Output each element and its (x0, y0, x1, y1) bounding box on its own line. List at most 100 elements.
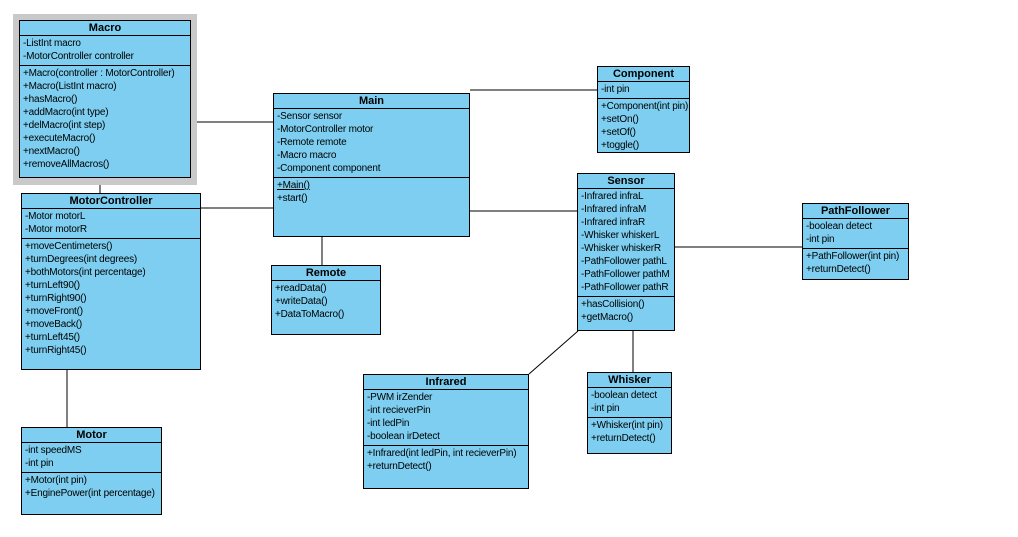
member-row: -int pin (601, 84, 630, 95)
class-infrared[interactable]: Infrared -PWM irZender -int recieverPin -i… (363, 374, 529, 489)
member-row: +Component(int pin) (601, 101, 689, 112)
member-row: -Motor motorR (25, 224, 87, 235)
member-row: +moveBack() (25, 319, 82, 330)
member-row: +getMacro() (581, 312, 633, 323)
attributes-section: -int pin (598, 82, 689, 99)
class-title: Whisker (588, 373, 671, 388)
methods-section: +Motor(int pin)+EnginePower(int percenta… (22, 473, 161, 514)
class-title: Component (598, 67, 689, 82)
class-title: PathFollower (803, 204, 908, 219)
member-row: -int speedMS (25, 445, 82, 456)
member-row: -int pin (591, 403, 620, 414)
member-row: -boolean irDetect (367, 431, 440, 442)
member-row: +removeAllMacros() (23, 159, 110, 170)
attributes-section: -Sensor sensor -MotorController motor -Rem… (274, 109, 469, 178)
class-component[interactable]: Component -int pin +Component(int pin) +s… (597, 66, 690, 153)
methods-section: +PathFollower(int pin) +returnDetect() (803, 249, 908, 279)
member-row: +turnRight45() (25, 345, 87, 356)
member-row: +delMacro(int step) (23, 120, 106, 131)
class-title: Infrared (364, 375, 528, 390)
member-row: +hasMacro() (23, 94, 78, 105)
member-row: +returnDetect() (806, 264, 871, 275)
member-row: -Whisker whiskerL (581, 230, 660, 241)
methods-section: +Infrared(int ledPin, int recieverPin)+r… (364, 446, 528, 488)
member-row: +Main() (277, 180, 310, 191)
member-row: +turnLeft45() (25, 332, 80, 343)
member-row: -MotorController controller (23, 51, 134, 62)
methods-section: +moveCentimeters() +turnDegrees(int degre… (22, 239, 200, 369)
member-row: -Macro macro (277, 150, 337, 161)
member-row: -Infrared infraM (581, 204, 647, 215)
member-row: -PathFollower pathR (581, 282, 669, 293)
member-row: -PWM irZender (367, 392, 433, 403)
class-remote[interactable]: Remote +readData() +writeData() +DataToMac… (271, 265, 381, 335)
member-row: +Whisker(int pin) (591, 420, 663, 431)
member-row: -Motor motorL (25, 211, 86, 222)
methods-section: +Whisker(int pin) +returnDetect() (588, 418, 671, 453)
class-main[interactable]: Main -Sensor sensor -MotorController moto… (273, 93, 470, 237)
member-row: +moveFront() (25, 306, 83, 317)
class-motor[interactable]: Motor -int speedMS -int pin +Motor(int pi… (21, 427, 162, 515)
member-row: -Whisker whiskerR (581, 243, 661, 254)
member-row: +addMacro(int type) (23, 107, 109, 118)
member-row: -Remote remote (277, 137, 347, 148)
member-row: +executeMacro() (23, 133, 96, 144)
member-row: +turnLeft90() (25, 280, 80, 291)
member-row: +toggle() (601, 140, 639, 151)
member-row: +setOn() (601, 114, 639, 125)
member-row: -int pin (25, 458, 54, 469)
member-row: +setOf() (601, 127, 636, 138)
class-title: Main (274, 94, 469, 109)
class-motorcontroller[interactable]: MotorController -Motor motorL-Motor moto… (21, 193, 201, 370)
member-row: +Macro(ListInt macro) (23, 81, 117, 92)
member-row: -boolean detect (806, 221, 872, 232)
member-row: +moveCentimeters() (25, 241, 113, 252)
member-row: +turnRight90() (25, 293, 87, 304)
member-row: +hasCollision() (581, 299, 645, 310)
member-row: -boolean detect (591, 390, 657, 401)
class-pathfollower[interactable]: PathFollower -boolean detect -int pin +Pa… (802, 203, 909, 280)
member-row: +Infrared(int ledPin, int recieverPin) (367, 448, 517, 459)
methods-section: +readData() +writeData() +DataToMacro() (272, 281, 380, 334)
member-row: -int recieverPin (367, 405, 431, 416)
connector-sensor-infrared[interactable] (528, 330, 579, 375)
member-row: -MotorController motor (277, 124, 374, 135)
member-row: -Sensor sensor (277, 111, 343, 122)
methods-section: +Component(int pin) +setOn() +setOf() +togg… (598, 99, 689, 152)
member-row: -Infrared infraR (581, 217, 646, 228)
attributes-section: -Motor motorL -Motor motorR (22, 209, 200, 239)
member-row: -int pin (806, 234, 835, 245)
class-whisker[interactable]: Whisker -boolean detect -int pin +Whisker… (587, 372, 672, 454)
methods-section: +hasCollision() +getMacro() (578, 297, 674, 330)
member-row: -int ledPin (367, 418, 410, 429)
member-row: +PathFollower(int pin) (806, 251, 900, 262)
member-row: +Macro(controller : MotorController) (23, 68, 175, 79)
attributes-section: -PWM irZender -int recieverPin -int ledPin… (364, 390, 528, 446)
class-title: Remote (272, 266, 380, 281)
attributes-section: -int speedMS -int pin (22, 443, 161, 473)
class-macro[interactable]: Macro -ListInt macro -MotorController con… (19, 20, 191, 178)
methods-section: +Macro(controller : MotorController) +Mac… (20, 66, 190, 177)
member-row: +bothMotors(int percentage) (25, 267, 146, 278)
member-row: -ListInt macro (23, 38, 81, 49)
class-title: Motor (22, 428, 161, 443)
class-title: MotorController (22, 194, 200, 209)
member-row: +EnginePower(int percentage) (25, 488, 155, 499)
member-row: -Component component (277, 163, 381, 174)
member-row: +readData() (275, 283, 327, 294)
class-title: Sensor (578, 174, 674, 189)
class-sensor[interactable]: Sensor -Infrared infraL-Infrared infraM-… (577, 173, 675, 331)
member-row: +returnDetect() (591, 433, 656, 444)
attributes-section: -boolean detect -int pin (588, 388, 671, 418)
attributes-section: -ListInt macro -MotorController controlle… (20, 36, 190, 66)
member-row: +writeData() (275, 296, 328, 307)
class-title: Macro (20, 21, 190, 36)
member-row: -PathFollower pathM (581, 269, 670, 280)
member-row: +nextMacro() (23, 146, 80, 157)
member-row: +turnDegrees(int degrees) (25, 254, 138, 265)
attributes-section: -Infrared infraL -Infrared infraM -Infrare… (578, 189, 674, 297)
member-row: -Infrared infraL (581, 191, 644, 202)
member-row: +DataToMacro() (275, 309, 345, 320)
